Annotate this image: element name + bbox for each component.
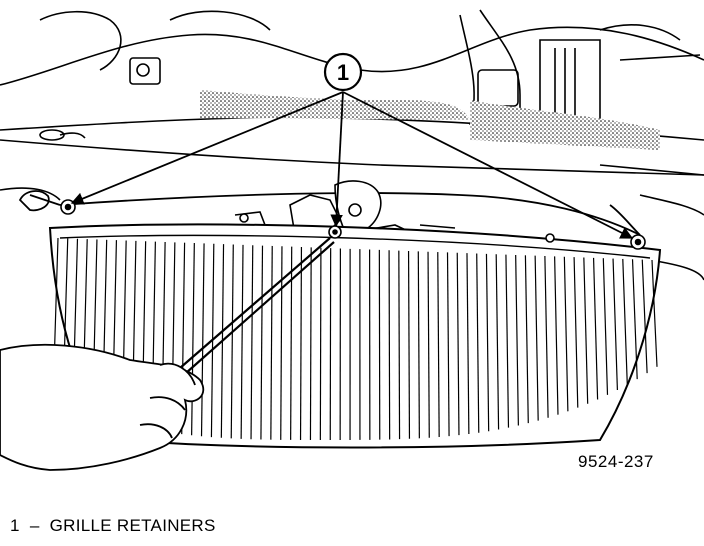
- grille-slat: [524, 255, 529, 424]
- grille-slat: [563, 256, 569, 412]
- legend-separator: –: [29, 516, 40, 535]
- grille-slat: [592, 257, 599, 400]
- grille-removal-illustration: 1: [0, 9, 704, 471]
- grille-retainer: [630, 234, 646, 250]
- grille-slat: [417, 251, 420, 439]
- grille-slat: [622, 258, 628, 385]
- grille-slat: [573, 257, 579, 408]
- grille-slat: [309, 247, 312, 440]
- grille-slat: [456, 252, 460, 436]
- hood-latch: [234, 180, 456, 241]
- grille-retainer: [328, 225, 342, 239]
- grille-slat: [398, 250, 401, 440]
- grille-slat: [319, 247, 322, 441]
- grille-slat: [495, 254, 500, 430]
- screwdriver: [179, 237, 335, 374]
- grille-slat: [437, 252, 440, 438]
- grille-slat: [446, 252, 450, 437]
- grille-slat: [602, 258, 609, 395]
- shaded-surface: [200, 90, 470, 120]
- shaded-surface: [470, 100, 660, 150]
- grille-slat: [250, 245, 254, 440]
- grille-slat: [612, 258, 618, 391]
- grille-slat: [260, 245, 264, 440]
- grille-slat: [583, 257, 589, 404]
- grille-slat: [299, 247, 303, 440]
- grille-slat: [466, 253, 470, 435]
- grille-slat: [200, 243, 205, 437]
- grille-slat: [230, 244, 234, 439]
- engine-compartment: [0, 9, 704, 281]
- grille-slat: [476, 253, 480, 433]
- grille-slat: [427, 251, 430, 438]
- grille-slat: [641, 259, 648, 374]
- grille-slat: [544, 256, 549, 418]
- grille-slat: [554, 256, 559, 415]
- grille-slat: [240, 244, 244, 439]
- hand: [0, 343, 205, 471]
- grille-slat: [191, 243, 195, 436]
- grille-slat: [407, 250, 411, 439]
- legend: 1 – GRILLE RETAINERS: [10, 516, 216, 536]
- grille-slat: [515, 254, 519, 426]
- legend-number: 1: [10, 516, 20, 535]
- grille-slat: [505, 254, 510, 428]
- grille-slat: [270, 245, 273, 440]
- callout-1: 1: [323, 52, 363, 92]
- callout-number: 1: [337, 60, 349, 85]
- grille-slat: [651, 259, 658, 367]
- callout-leaders: [70, 91, 634, 239]
- grille-slat: [631, 259, 638, 380]
- grille-slat: [388, 250, 391, 440]
- grille-slat: [534, 255, 539, 421]
- grille-slat: [485, 253, 490, 432]
- legend-text: GRILLE RETAINERS: [49, 516, 216, 535]
- grille-retainer: [239, 213, 555, 243]
- figure-number: 9524-237: [578, 452, 654, 471]
